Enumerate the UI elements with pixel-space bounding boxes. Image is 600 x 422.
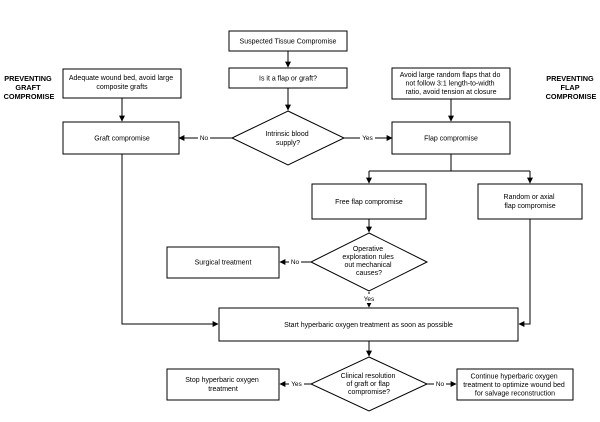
graft-prevention-box: Adequate wound bed, avoid large composit…: [62, 68, 182, 99]
svg-text:Intrinsic blood supply?: Intrinsic blood supply?: [265, 131, 310, 147]
surgical-treatment-box: Surgical treatment: [166, 246, 280, 279]
svg-text:Suspected Tissue Compromise: Suspected Tissue Compromise: [240, 39, 337, 46]
edge-label-operative-yes: Yes: [364, 296, 375, 303]
edge-label-operative-no: No: [291, 259, 300, 266]
svg-text:Random or axial flap com: Random or axial flap compromise: [504, 194, 557, 210]
connector-random-to-hbo: [518, 219, 531, 327]
svg-text:Stop hyperbaric oxygen t: Stop hyperbaric oxygen treatment: [185, 377, 261, 393]
flap-compromise-box: Flap compromise: [391, 121, 511, 155]
start-hbo-box: Start hyperbaric oxygen treatment as soo…: [218, 307, 519, 342]
suspected-tissue-compromise-box: Suspected Tissue Compromise: [228, 30, 348, 52]
svg-text:Operative exploration ru: Operative exploration rules out mechanic…: [342, 246, 395, 277]
preventing-flap-label: PREVENTING FLAP COMPROMISE: [546, 74, 597, 101]
svg-text:Adequate wound bed, avoid larg: Adequate wound bed, avoid large composit…: [69, 75, 175, 91]
edge-label-blood-yes: Yes: [362, 135, 373, 142]
flap-prevention-box: Avoid large random flaps that do not fol…: [391, 67, 511, 100]
operative-exploration-decision: Operative exploration rules out mechanic…: [309, 232, 429, 292]
svg-text:Surgical treatment: Surgical treatment: [195, 260, 252, 267]
svg-text:Continue hyperbaric oxygen: Continue hyperbaric oxygen treatment to …: [463, 374, 567, 398]
svg-text:Free flap compromise: Free flap compromise: [335, 199, 403, 206]
graft-compromise-box: Graft compromise: [62, 121, 180, 155]
connector-graft-to-hbo: [121, 154, 219, 327]
stop-hbo-box: Stop hyperbaric oxygen treatment: [166, 368, 280, 401]
free-flap-compromise-box: Free flap compromise: [311, 183, 427, 220]
svg-text:Avoid large random flaps that: Avoid large random flaps that do not fol…: [400, 72, 503, 96]
blood-supply-decision: Intrinsic blood supply?: [230, 110, 346, 166]
connector-flap-split: [369, 154, 530, 172]
clinical-resolution-decision: Clinical resolution of graft or flap com…: [309, 356, 429, 412]
flap-or-graft-box: Is it a flap or graft?: [228, 67, 348, 89]
edge-label-resolution-yes: Yes: [291, 381, 302, 388]
svg-text:Is it a flap or graft?: Is it a flap or graft?: [259, 76, 317, 83]
edge-label-resolution-no: No: [436, 381, 445, 388]
svg-text:Start hyperbaric oxygen treatm: Start hyperbaric oxygen treatment as soo…: [284, 322, 453, 329]
edge-label-blood-no: No: [200, 135, 209, 142]
preventing-graft-label: PREVENTING GRAFT COMPROMISE: [4, 74, 55, 101]
svg-text:Flap compromise: Flap compromise: [424, 136, 478, 143]
continue-hbo-box: Continue hyperbaric oxygen treatment to …: [456, 368, 574, 401]
random-axial-flap-box: Random or axial flap compromise: [477, 183, 583, 220]
svg-text:Clinical resolution of g: Clinical resolution of graft or flap com…: [341, 373, 398, 396]
svg-text:Graft compromise: Graft compromise: [94, 136, 150, 143]
